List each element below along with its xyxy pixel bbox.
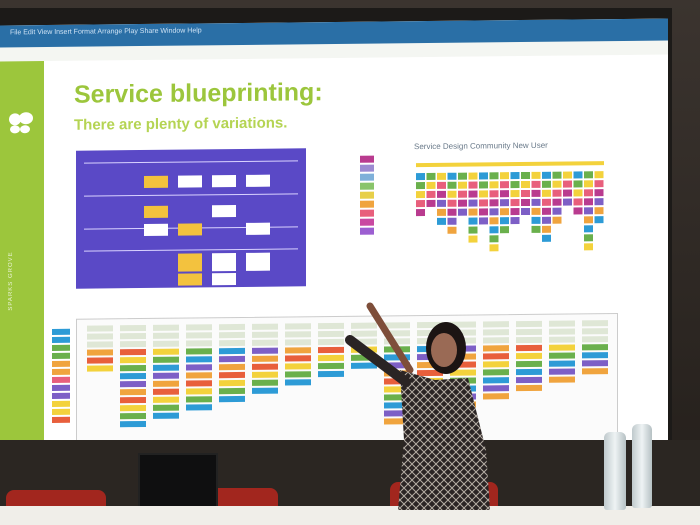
chair-middle (210, 488, 278, 510)
projected-screen: File Edit View Insert Format Arrange Pla… (0, 18, 668, 450)
chair-left (6, 490, 106, 510)
side-brand-label: SPARKS GROVE (8, 251, 14, 311)
window-taskbar: File Edit View Insert Format Arrange Pla… (0, 18, 668, 48)
conference-table (0, 506, 700, 525)
slide-left-bar: SPARKS GROVE (0, 61, 44, 450)
swimlane-legend (52, 328, 70, 425)
slide-subtitle: There are plenty of variations. (74, 114, 288, 134)
blueprint-chart-caption: Service Design Community New User (414, 140, 548, 152)
slide-title: Service blueprinting: (74, 78, 323, 109)
blueprint-diagram-purple (76, 148, 306, 289)
presenter-person (345, 302, 490, 510)
slide-content: Service blueprinting: There are plenty o… (44, 54, 668, 450)
projector-screen-frame: File Edit View Insert Format Arrange Pla… (0, 8, 672, 450)
blueprint-colour-grid (416, 161, 604, 252)
butterfly-logo-icon (9, 112, 33, 134)
water-bottle-2 (632, 424, 652, 508)
taskbar-text: File Edit View Insert Format Arrange Pla… (10, 27, 202, 37)
water-bottle-1 (604, 432, 626, 510)
blueprint-legend (360, 155, 374, 246)
